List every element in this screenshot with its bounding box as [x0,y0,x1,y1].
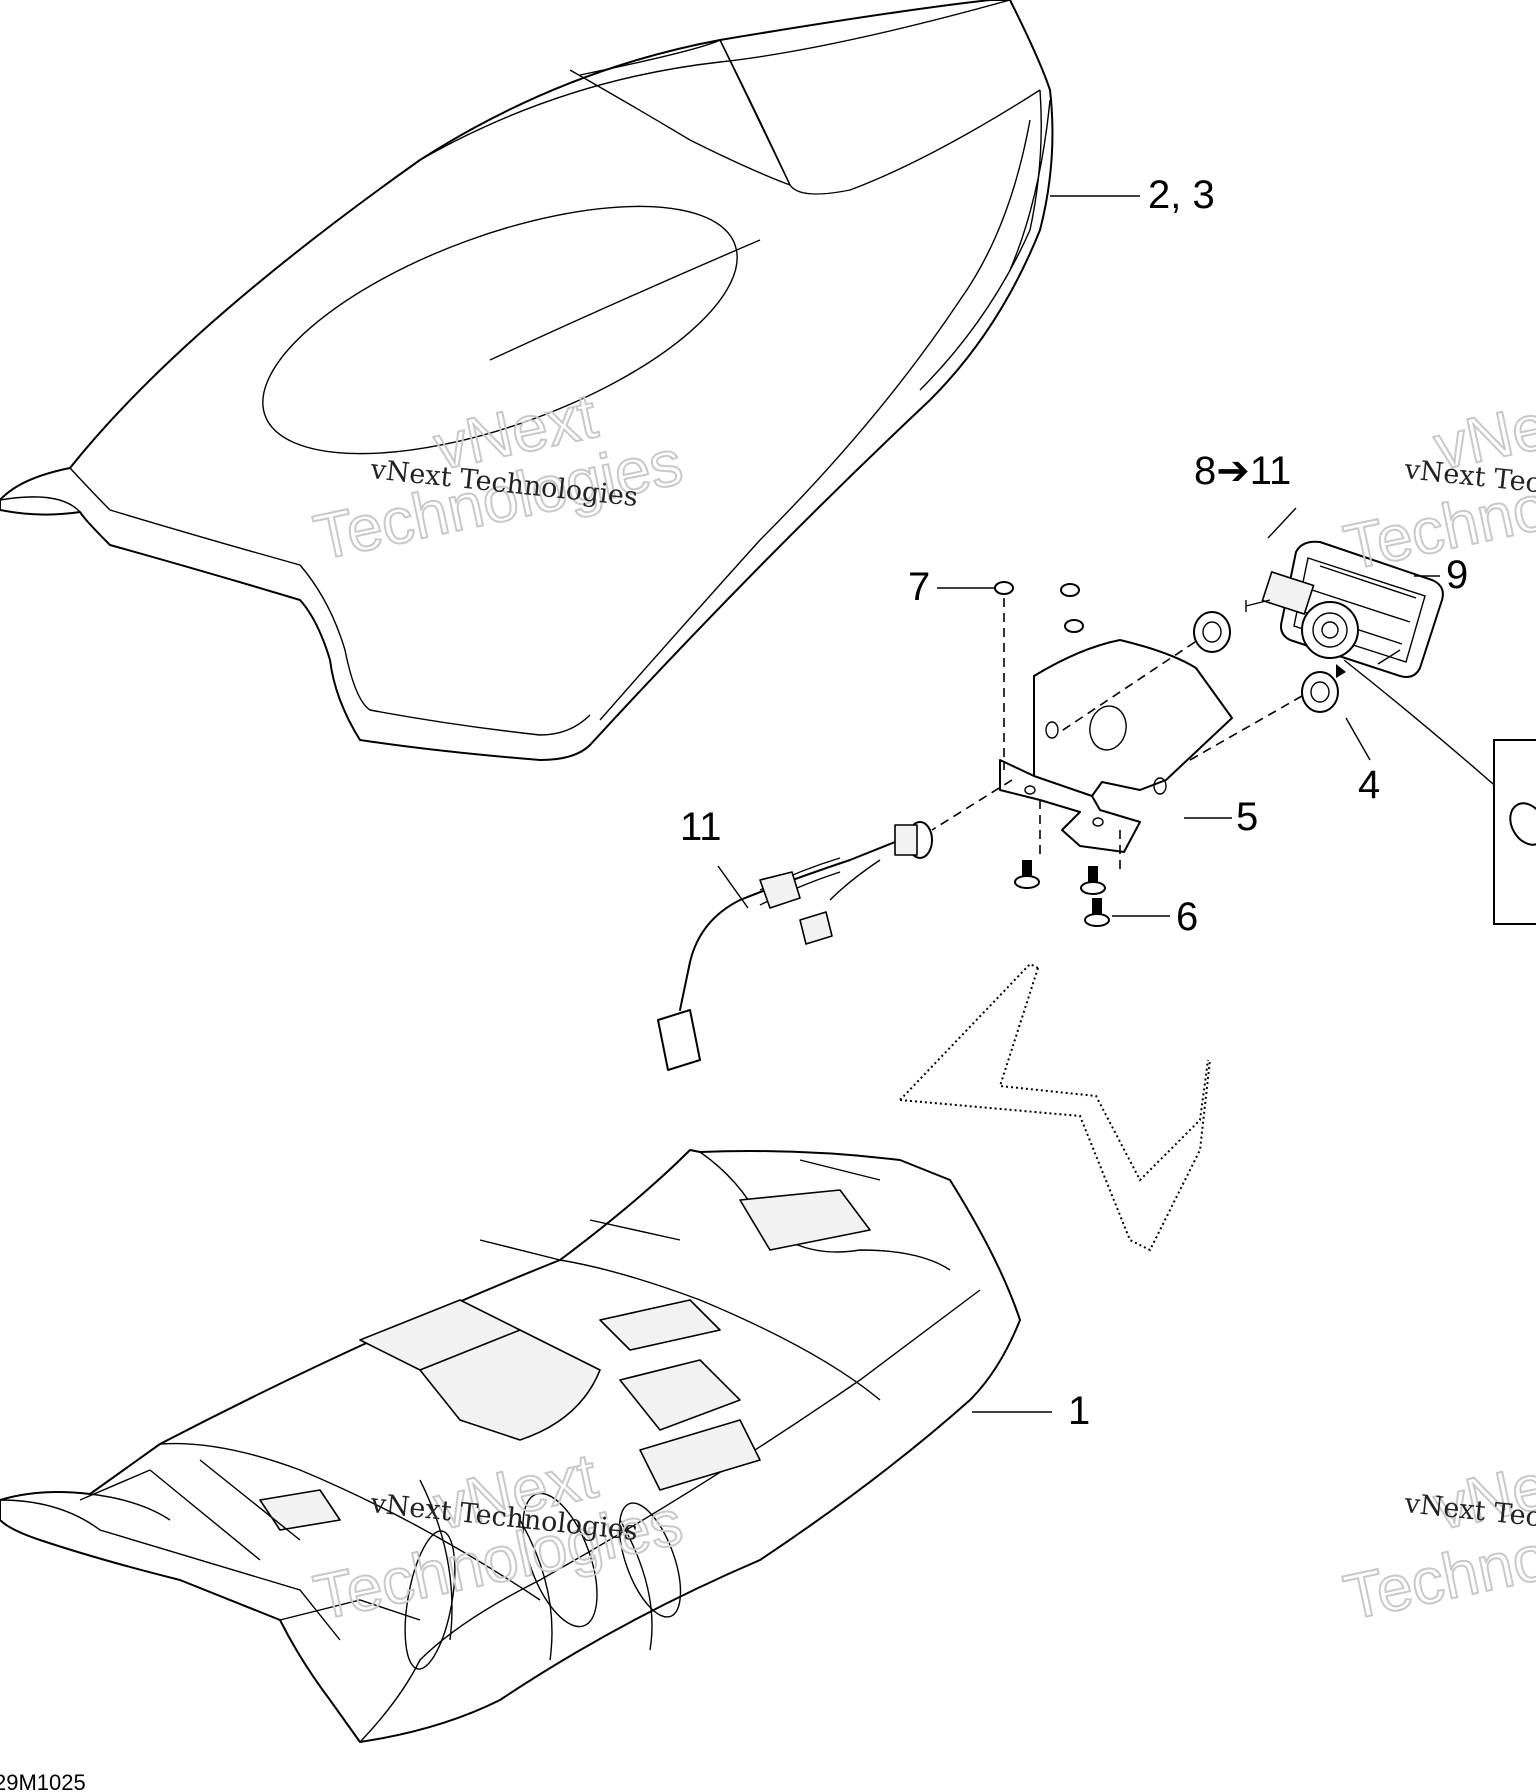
callout-harness: 11 [680,805,722,849]
grommet-lower [1301,671,1339,713]
inset-box-partial [1493,739,1536,925]
screws [1014,860,1110,927]
leader-lines [717,195,1440,1413]
mounting-bracket [999,639,1233,853]
callout-seat: 2, 3 [1148,173,1215,217]
callout-taillight-kit: 8➔11 [1194,449,1291,493]
nut-washers [994,581,1084,633]
grommet-upper [1193,611,1231,653]
seat-cover [0,0,1054,761]
callout-screw: 6 [1176,895,1198,939]
callout-grommet: 4 [1358,763,1380,807]
seal-outline [899,962,1211,1252]
watermark-right-bottom: vNext Technologies vNext Technologies [1337,1438,1536,1634]
callouts: 2, 3 8➔11 9 7 4 5 11 6 1 [680,173,1468,1433]
callout-nut-washer: 7 [908,565,930,609]
seat-base [0,1149,1021,1743]
taillight-assembly [1245,540,1444,678]
assembly-lines [931,598,1501,870]
callout-lens: 9 [1446,553,1468,597]
figure-code: 29M1025 [0,1770,86,1792]
wiring-harness [657,821,933,1071]
callout-base: 1 [1068,1389,1090,1433]
callout-bracket: 5 [1236,795,1258,839]
watermark-right-top: vNext Technologies vNext Technologies [1337,378,1536,584]
